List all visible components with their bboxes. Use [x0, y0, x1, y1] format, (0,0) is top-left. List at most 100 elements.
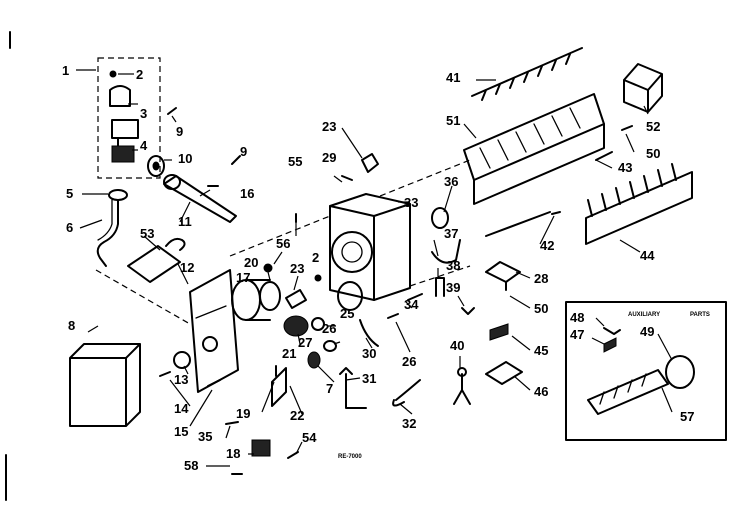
leader-27	[333, 341, 341, 345]
valve-bracket	[111, 119, 139, 147]
callout-57: 57	[680, 409, 694, 424]
part-38-clip	[435, 277, 445, 297]
callout-48: 48	[570, 310, 584, 325]
leader-8	[87, 325, 99, 333]
part-17-motor-housing	[231, 279, 261, 321]
part-10-grommet	[147, 155, 165, 177]
housing-dial-inner	[341, 241, 363, 263]
reference-code: RE-7000	[338, 454, 362, 460]
housing-edges	[329, 203, 411, 301]
leader-7	[317, 365, 335, 383]
part-11-inlet-tube	[163, 175, 237, 223]
mold-front	[473, 123, 605, 205]
callout-40: 40	[450, 338, 464, 353]
part-15-screw	[207, 379, 221, 387]
callout-41: 41	[446, 70, 460, 85]
callout-9a: 9	[176, 124, 183, 139]
part-47-gear	[603, 337, 617, 353]
callout-44: 44	[640, 248, 655, 263]
callout-23b: 23	[322, 119, 336, 134]
callout-51: 51	[446, 113, 460, 128]
part-48-clip	[603, 327, 621, 335]
part-7-fitting	[307, 351, 321, 369]
callout-23a: 23	[290, 261, 304, 276]
callout-13: 13	[174, 372, 188, 387]
part-57-auger	[587, 369, 669, 415]
callout-35: 35	[198, 429, 212, 444]
part-26-screw-right	[387, 313, 399, 319]
leader-21	[297, 333, 301, 345]
callout-21: 21	[282, 346, 296, 361]
leader-43	[595, 159, 613, 169]
callout-26b: 26	[402, 354, 416, 369]
leader-23a	[293, 275, 299, 291]
part-44-stripper	[585, 163, 693, 245]
leader-37	[433, 239, 439, 257]
leader-49	[657, 333, 673, 361]
callout-46: 46	[534, 384, 548, 399]
part-2-screw	[109, 70, 117, 78]
leader-47	[591, 337, 605, 345]
part-27-spring	[323, 340, 337, 352]
leader-20	[265, 263, 271, 281]
callout-4: 4	[140, 138, 148, 153]
callout-20: 20	[244, 255, 258, 270]
leader-9a	[171, 115, 177, 123]
inset-frame	[565, 301, 727, 441]
part-43-heater-end	[595, 151, 613, 161]
part-11-inlet-end	[163, 174, 181, 190]
callout-45: 45	[534, 343, 548, 358]
part-36-bearing	[431, 207, 449, 229]
leader-53	[143, 235, 161, 251]
part-23-thermostat	[361, 153, 379, 173]
leader-13	[183, 365, 189, 375]
callout-36: 36	[444, 174, 458, 189]
leader-23b	[341, 127, 363, 159]
part-39-clip	[461, 307, 475, 315]
callout-50a: 50	[646, 146, 660, 161]
leader-11	[179, 201, 191, 223]
part-25-cam	[337, 281, 363, 311]
inset-title-2: PARTS	[690, 312, 710, 318]
leader-12	[177, 263, 189, 285]
leader-17	[245, 277, 255, 285]
callout-33: 33	[404, 195, 418, 210]
stripper-body	[585, 171, 693, 245]
leader-15	[189, 389, 213, 427]
callout-16: 16	[240, 186, 254, 201]
callout-49: 49	[640, 324, 654, 339]
callout-27: 27	[298, 335, 312, 350]
callout-8: 8	[68, 318, 75, 333]
part-46-arm	[485, 361, 523, 385]
callout-3: 3	[140, 106, 147, 121]
water-valve-assembly	[97, 57, 161, 179]
part-30-lever	[359, 319, 379, 347]
guide-line-b	[229, 215, 331, 257]
leader-31	[345, 377, 361, 381]
callout-11: 11	[178, 214, 192, 229]
callout-2: 2	[136, 67, 143, 82]
part-33-control-housing	[329, 193, 411, 301]
part-2-screw-center	[314, 274, 322, 282]
assembly-1-dashed-box	[97, 57, 161, 179]
part-20-motor	[259, 281, 281, 311]
part-45-gear	[489, 323, 509, 341]
part-51-ice-mold	[463, 93, 613, 205]
part-28-bracket	[485, 261, 521, 283]
callout-31: 31	[362, 371, 376, 386]
part-42-screw	[551, 211, 561, 215]
callout-6: 6	[66, 220, 73, 235]
part-34-screw	[407, 293, 423, 301]
callout-58: 58	[184, 458, 198, 473]
callout-12: 12	[180, 260, 194, 275]
leader-19	[261, 381, 275, 413]
callout-labels: 1 2 3 4 5 6 9 9 10 11 12 16 53 8 17 20 5…	[62, 63, 694, 473]
callout-38: 38	[446, 258, 460, 273]
callout-32: 32	[402, 416, 416, 431]
part-6-fill-tube	[96, 199, 119, 267]
callout-28: 28	[534, 271, 548, 286]
part-40-eye	[457, 367, 467, 377]
leader-30	[365, 337, 373, 349]
auger-threads	[599, 373, 647, 405]
